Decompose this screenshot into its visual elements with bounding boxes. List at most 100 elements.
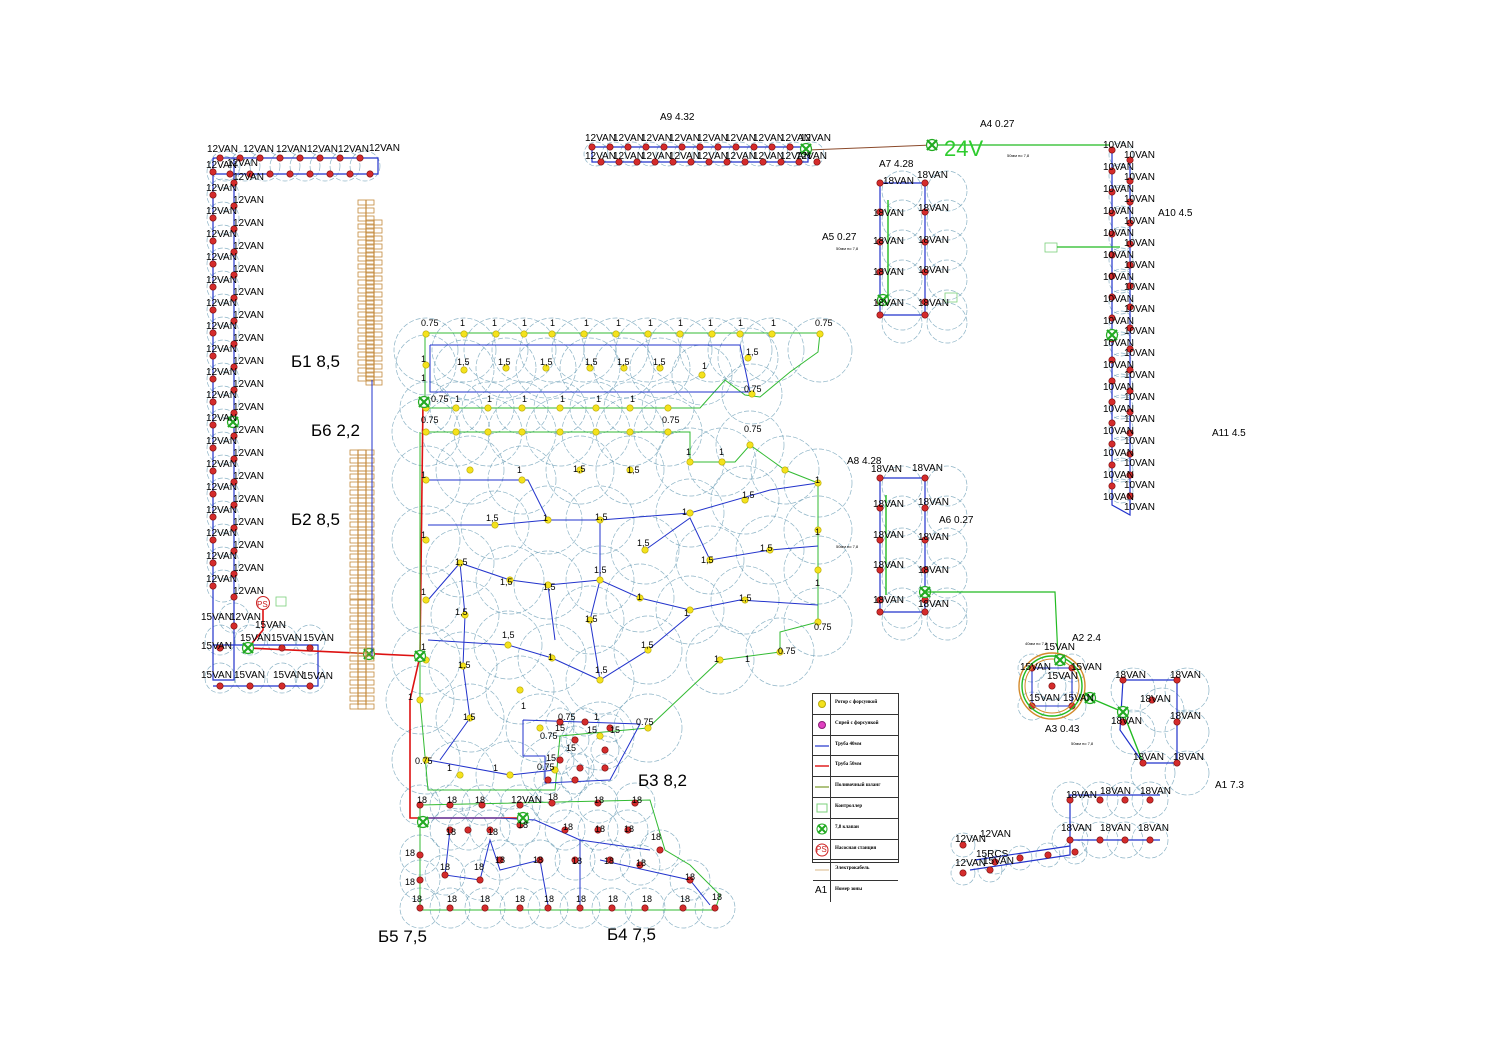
nozzle-label: 10VAN bbox=[1103, 382, 1134, 393]
spray-head bbox=[876, 504, 884, 512]
coverage-arc bbox=[787, 317, 853, 383]
coverage-arc bbox=[881, 199, 923, 241]
spray-head bbox=[1173, 718, 1181, 726]
spray-head bbox=[209, 214, 217, 222]
nozzle-label: 10VAN bbox=[1124, 458, 1155, 469]
coverage-arc bbox=[926, 599, 968, 641]
nozzle-label: 10VAN bbox=[1103, 140, 1134, 151]
nozzle-label: 18VAN bbox=[1170, 670, 1201, 681]
spray-head bbox=[216, 682, 224, 690]
spray-head bbox=[686, 876, 694, 884]
coverage-arc bbox=[1164, 750, 1210, 796]
rotor-head bbox=[491, 521, 499, 529]
valve-icon-cross bbox=[1084, 692, 1096, 704]
spray-head bbox=[714, 143, 722, 151]
spray-head bbox=[446, 904, 454, 912]
nozzle-label: 18 bbox=[651, 832, 661, 842]
coverage-arc bbox=[555, 585, 625, 655]
cable-segment bbox=[357, 473, 375, 480]
nozzle-label: 18 bbox=[515, 894, 525, 904]
coverage-arc bbox=[206, 408, 240, 442]
cable-segment bbox=[357, 457, 375, 464]
spray-head bbox=[921, 311, 929, 319]
nozzle-label: 1 bbox=[684, 608, 689, 618]
nozzle-label: 12VAN bbox=[206, 551, 237, 562]
nozzle-label: 12VAN bbox=[233, 563, 264, 574]
coverage-arc bbox=[428, 631, 498, 701]
nozzle-label: 1 bbox=[714, 654, 719, 664]
nozzle-label: 12VAN bbox=[233, 517, 264, 528]
legend-row: Контроллер bbox=[813, 797, 898, 819]
spray-head bbox=[226, 170, 234, 178]
spray-head bbox=[959, 841, 967, 849]
coverage-arc bbox=[926, 302, 968, 344]
nozzle-label: 18VAN bbox=[917, 170, 948, 181]
nozzle-label: 18VAN bbox=[1111, 716, 1142, 727]
nozzle-label: 1 bbox=[460, 318, 465, 328]
rotor-head bbox=[422, 596, 430, 604]
rotor-head bbox=[580, 330, 588, 338]
spray-head bbox=[230, 547, 238, 555]
rotor-head bbox=[636, 594, 644, 602]
spray-head bbox=[230, 317, 238, 325]
nozzle-label: 18VAN bbox=[873, 298, 904, 309]
coverage-arc bbox=[926, 557, 968, 599]
voltage-label: 24V bbox=[944, 136, 984, 161]
rotor-head bbox=[686, 606, 694, 614]
nozzle-label: 1 bbox=[493, 763, 498, 773]
spray-head bbox=[1146, 796, 1154, 804]
spray-head bbox=[1126, 198, 1134, 206]
coverage-arc bbox=[289, 150, 321, 182]
spray-head bbox=[1108, 188, 1116, 196]
nozzle-label: 0.75 bbox=[744, 384, 762, 394]
rotor-head bbox=[536, 724, 544, 732]
nozzle-label: 12VAN bbox=[233, 241, 264, 252]
nozzle-label: 10VAN bbox=[1124, 370, 1155, 381]
rotor-head bbox=[741, 496, 749, 504]
coverage-arc bbox=[479, 839, 521, 881]
spray-head bbox=[496, 856, 504, 864]
spray-head bbox=[759, 158, 767, 166]
nozzle-label: 1,5 bbox=[543, 582, 556, 592]
nozzle-label: 1,5 bbox=[486, 513, 499, 523]
spray-head bbox=[876, 596, 884, 604]
nozzle-label: 10VAN bbox=[1103, 404, 1134, 415]
legend-text: Ротор с форсункой bbox=[835, 700, 878, 705]
coverage-arc bbox=[527, 887, 569, 929]
coverage-arc bbox=[1037, 671, 1067, 701]
coverage-arc bbox=[554, 839, 596, 881]
nozzle-label: 12VAN bbox=[669, 151, 700, 162]
hose bbox=[925, 591, 1059, 659]
spray-head bbox=[230, 570, 238, 578]
nozzle-label: 0.75 bbox=[558, 712, 576, 722]
rotor-head bbox=[626, 428, 634, 436]
nozzle-label: 1,5 bbox=[500, 577, 513, 587]
spray-head bbox=[631, 799, 639, 807]
coverage-arc bbox=[926, 527, 968, 569]
spray-head bbox=[230, 622, 238, 630]
nozzle-label: 1,5 bbox=[641, 640, 654, 650]
nozzle-label: 15VAN bbox=[201, 612, 232, 623]
nozzle-label: 12VAN bbox=[233, 471, 264, 482]
cable-segment bbox=[365, 379, 383, 386]
coverage-arc bbox=[881, 587, 923, 629]
spray-head bbox=[1126, 471, 1134, 479]
cable-segment bbox=[365, 243, 383, 250]
valve-label: 50мм по 7,8 bbox=[1071, 741, 1094, 746]
spray-head bbox=[516, 904, 524, 912]
nozzle-label: 0.75 bbox=[778, 646, 796, 656]
spray-head bbox=[678, 143, 686, 151]
nozzle-label: 15VAN bbox=[1063, 693, 1094, 704]
spray-head bbox=[615, 158, 623, 166]
spray-head bbox=[1121, 796, 1129, 804]
spray-head bbox=[209, 260, 217, 268]
cable-segment bbox=[365, 299, 383, 306]
nozzle-label: 12VAN bbox=[980, 829, 1011, 840]
rotor-head bbox=[686, 458, 694, 466]
rotor-head bbox=[544, 516, 552, 524]
coverage-arc bbox=[1108, 331, 1134, 357]
cable-segment bbox=[365, 291, 383, 298]
controller-icon bbox=[1044, 242, 1058, 253]
nozzle-label: 12VAN bbox=[725, 133, 756, 144]
legend-symbol-yellow-dot bbox=[813, 694, 831, 714]
